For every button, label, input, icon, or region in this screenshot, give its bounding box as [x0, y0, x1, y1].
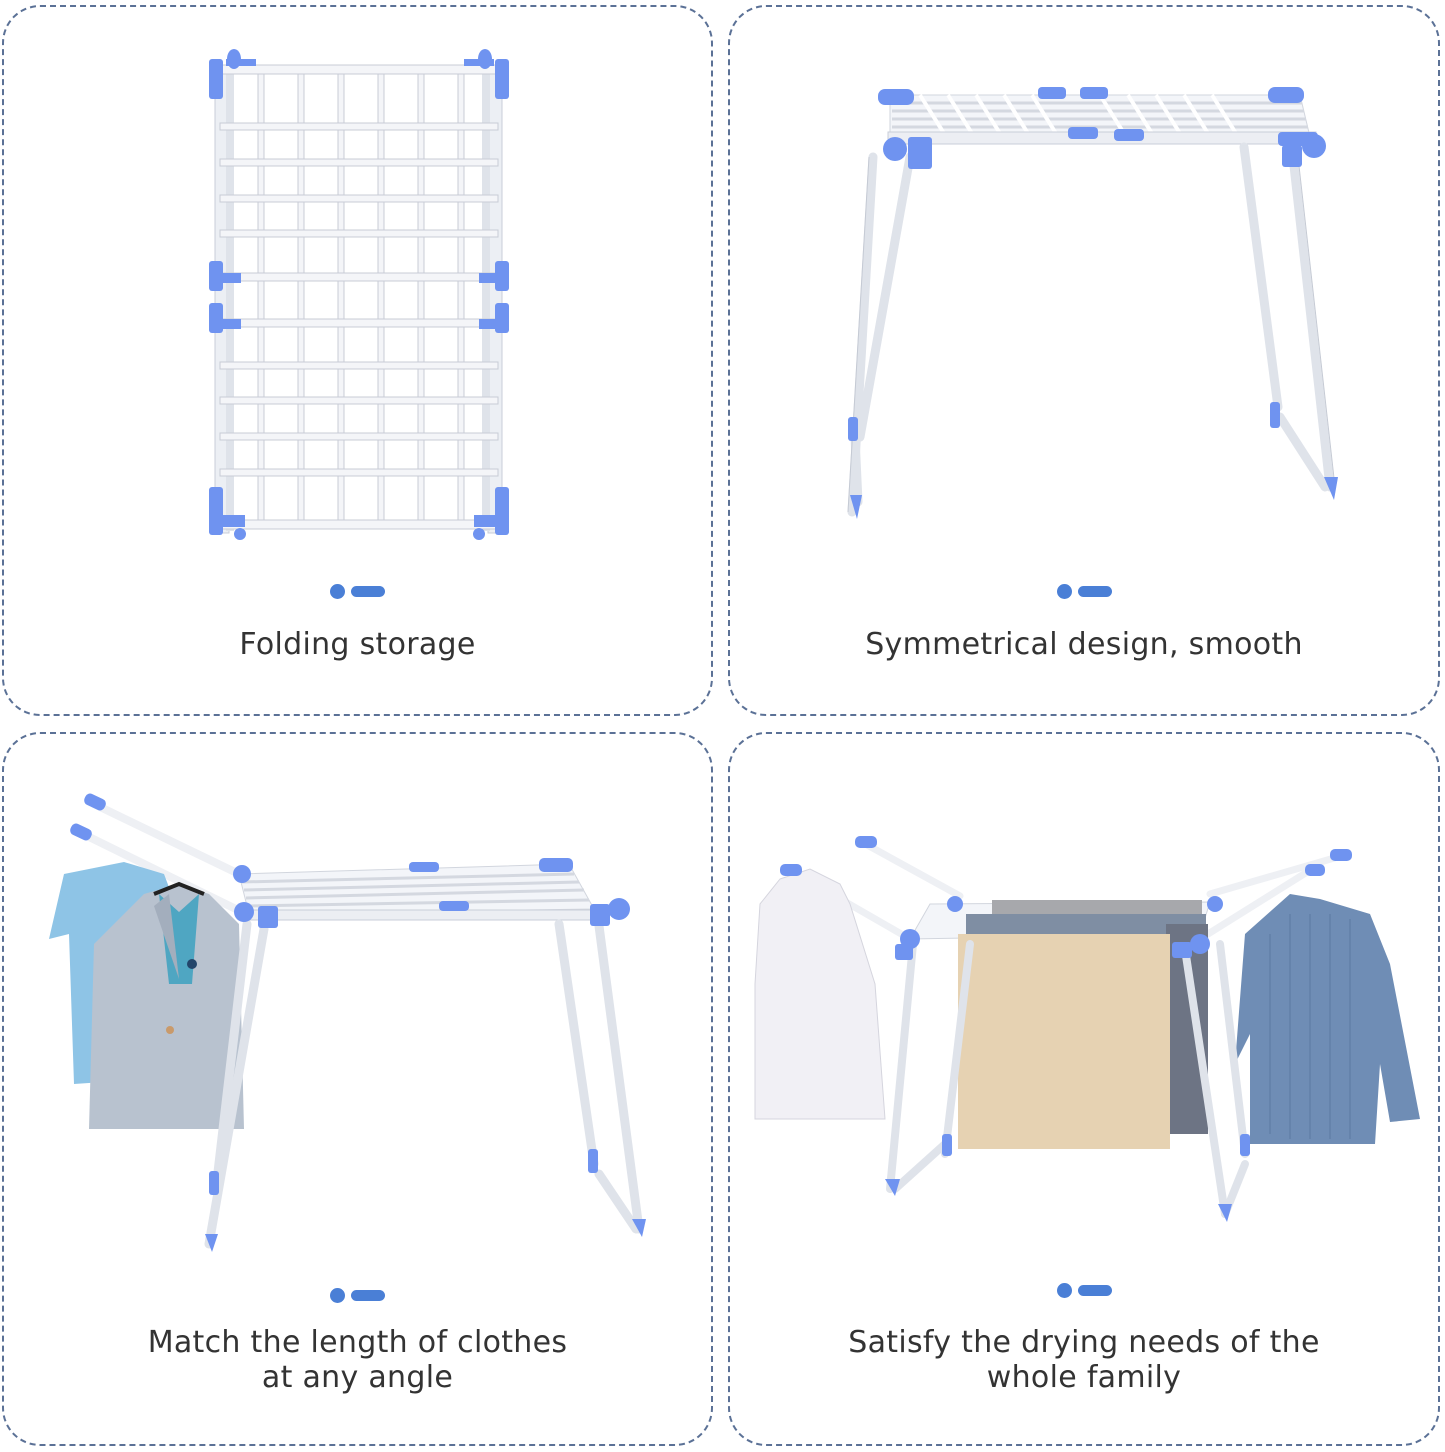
feature-panel-any-angle: Match the length of clothes at any angle — [2, 732, 713, 1446]
caption-line-1: Match the length of clothes — [147, 1325, 568, 1360]
indicator-pill — [351, 1289, 385, 1301]
indicator-dot — [1056, 1282, 1072, 1298]
indicator-pill — [351, 585, 385, 597]
drying-rack-full-load-image — [754, 836, 1420, 1222]
caption-line-1: Satisfy the drying needs of the — [848, 1325, 1320, 1360]
indicator-dot — [330, 583, 345, 599]
indicator-dot — [330, 1287, 345, 1303]
caption: Folding storage — [239, 627, 476, 662]
drying-rack-with-clothes-image — [49, 793, 646, 1252]
slide-indicator — [4, 1287, 711, 1303]
indicator-dot — [1056, 583, 1072, 599]
caption: Symmetrical design, smooth — [865, 627, 1303, 662]
caption-line-2: at any angle — [261, 1360, 454, 1395]
folded-rack-image — [209, 49, 509, 540]
drying-rack-image — [847, 87, 1338, 519]
slide-indicator — [730, 583, 1438, 599]
slide-indicator — [4, 583, 711, 599]
indicator-pill — [1077, 1284, 1112, 1296]
caption-line-2: whole family — [986, 1360, 1182, 1395]
feature-panel-folding-storage: Folding storage — [2, 5, 713, 716]
feature-panel-whole-family: Satisfy the drying needs of the whole fa… — [728, 732, 1440, 1446]
feature-panel-symmetrical-design: Symmetrical design, smooth — [728, 5, 1440, 716]
indicator-pill — [1077, 585, 1112, 597]
slide-indicator — [730, 1282, 1438, 1298]
